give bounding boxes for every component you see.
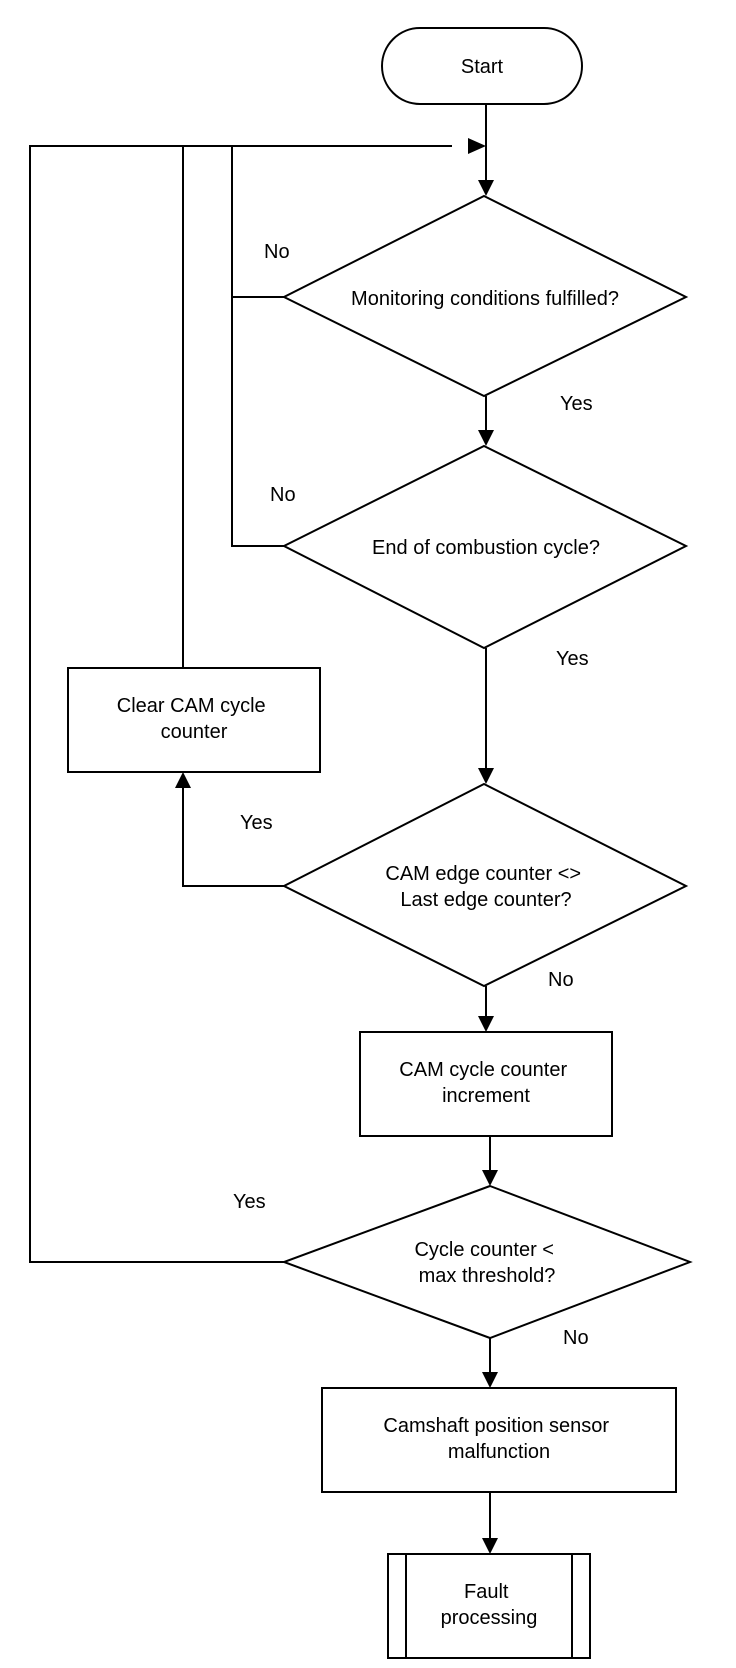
connector-threshold-yes-loop bbox=[29, 145, 452, 1263]
arrowhead-into-malfunction bbox=[482, 1372, 498, 1388]
cycle-counter-check-decision bbox=[281, 1184, 693, 1340]
threshold-yes-label: Yes bbox=[233, 1191, 266, 1213]
end-of-combustion-label: End of combustion cycle? bbox=[372, 537, 600, 559]
cam-edge-compare-decision bbox=[281, 782, 689, 988]
end-of-combustion-decision bbox=[281, 444, 689, 650]
connector-edge-compare-yes bbox=[182, 786, 284, 887]
cam-counter-increment-box bbox=[359, 1031, 613, 1137]
combustion-no-label: No bbox=[270, 484, 296, 506]
cam-counter-increment-label: CAM cycle counter increment bbox=[399, 1059, 572, 1107]
start-terminator bbox=[381, 27, 583, 105]
sensor-malfunction-label: Camshaft position sensor malfunction bbox=[383, 1415, 614, 1463]
sensor-malfunction-box bbox=[321, 1387, 677, 1493]
arrowhead-into-clear-counter bbox=[175, 772, 191, 788]
edge-compare-yes-label: Yes bbox=[240, 812, 273, 834]
arrowhead-into-edge-compare bbox=[478, 768, 494, 784]
monitoring-no-label: No bbox=[264, 241, 290, 263]
clear-cam-counter-box bbox=[67, 667, 321, 773]
arrowhead-into-threshold bbox=[482, 1170, 498, 1186]
monitoring-conditions-label: Monitoring conditions fulfilled? bbox=[351, 288, 619, 310]
connector-monitoring-no-loop bbox=[231, 146, 284, 298]
arrowhead-into-fault bbox=[482, 1538, 498, 1554]
arrowhead-into-combustion bbox=[478, 430, 494, 446]
fault-processing-box bbox=[387, 1553, 591, 1659]
monitoring-yes-label: Yes bbox=[560, 393, 593, 415]
clear-cam-counter-label: Clear CAM cycle counter bbox=[117, 695, 271, 743]
arrowhead-into-increment bbox=[478, 1016, 494, 1032]
cycle-counter-check-label: Cycle counter < max threshold? bbox=[414, 1239, 559, 1287]
connector-combustion-no-loop bbox=[231, 297, 284, 547]
threshold-no-label: No bbox=[563, 1327, 589, 1349]
start-label: Start bbox=[461, 56, 504, 78]
cam-edge-compare-label: CAM edge counter <> Last edge counter? bbox=[385, 863, 586, 911]
combustion-yes-label: Yes bbox=[556, 648, 589, 670]
fault-processing-label: Fault processing bbox=[441, 1581, 538, 1629]
arrowhead-into-monitoring bbox=[478, 180, 494, 196]
monitoring-conditions-decision bbox=[281, 194, 689, 398]
edge-compare-no-label: No bbox=[548, 969, 574, 991]
arrowhead-loop-return bbox=[468, 138, 486, 154]
